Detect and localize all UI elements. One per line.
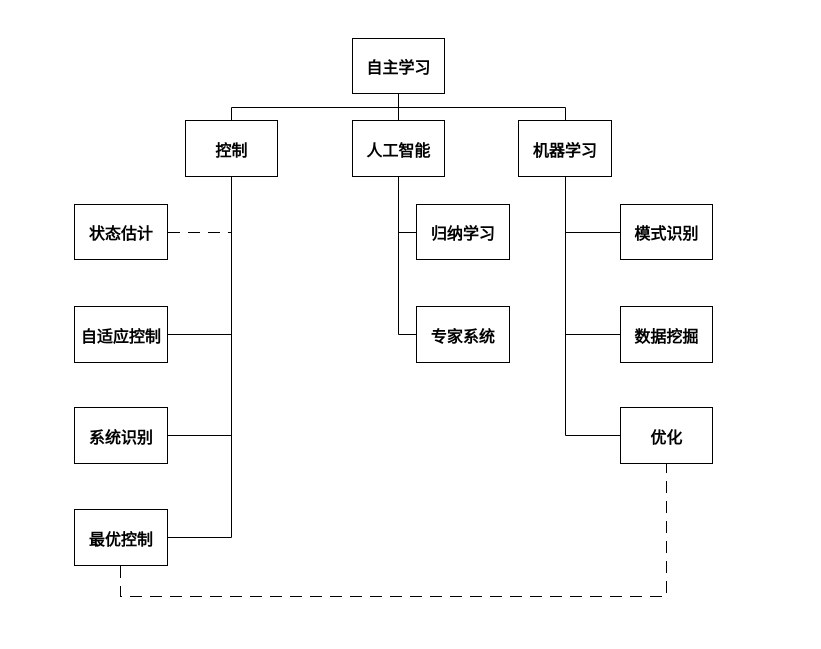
node-data-mining-label: 数据挖掘 bbox=[634, 326, 699, 346]
node-expert-system: 专家系统 bbox=[416, 306, 510, 363]
node-system-identification-label: 系统识别 bbox=[88, 427, 153, 447]
node-ai: 人工智能 bbox=[352, 120, 445, 177]
node-inductive-learning-label: 归纳学习 bbox=[430, 224, 495, 243]
node-pattern-recognition: 模式识别 bbox=[620, 204, 713, 260]
connector-dashed-loop bbox=[120, 464, 667, 597]
node-optimal-control: 最优控制 bbox=[74, 509, 168, 566]
node-adaptive-control: 自适应控制 bbox=[74, 306, 168, 363]
node-root-label: 自主学习 bbox=[366, 58, 431, 77]
node-ml-label: 机器学习 bbox=[532, 140, 597, 160]
node-adaptive-control-label: 自适应控制 bbox=[80, 326, 161, 346]
node-pattern-recognition-label: 模式识别 bbox=[634, 224, 699, 243]
node-state-estimation: 状态估计 bbox=[74, 204, 168, 260]
node-control: 控制 bbox=[185, 120, 278, 177]
node-root: 自主学习 bbox=[352, 38, 445, 94]
node-state-estimation-label: 状态估计 bbox=[88, 224, 153, 243]
node-control-label: 控制 bbox=[215, 140, 248, 160]
node-ai-label: 人工智能 bbox=[366, 140, 431, 160]
node-data-mining: 数据挖掘 bbox=[620, 306, 713, 363]
node-inductive-learning: 归纳学习 bbox=[416, 204, 510, 260]
node-optimization: 优化 bbox=[620, 407, 713, 464]
node-system-identification: 系统识别 bbox=[74, 407, 168, 464]
node-optimal-control-label: 最优控制 bbox=[88, 529, 153, 549]
node-ml: 机器学习 bbox=[518, 120, 612, 177]
node-optimization-label: 优化 bbox=[650, 427, 683, 447]
node-expert-system-label: 专家系统 bbox=[430, 326, 495, 346]
